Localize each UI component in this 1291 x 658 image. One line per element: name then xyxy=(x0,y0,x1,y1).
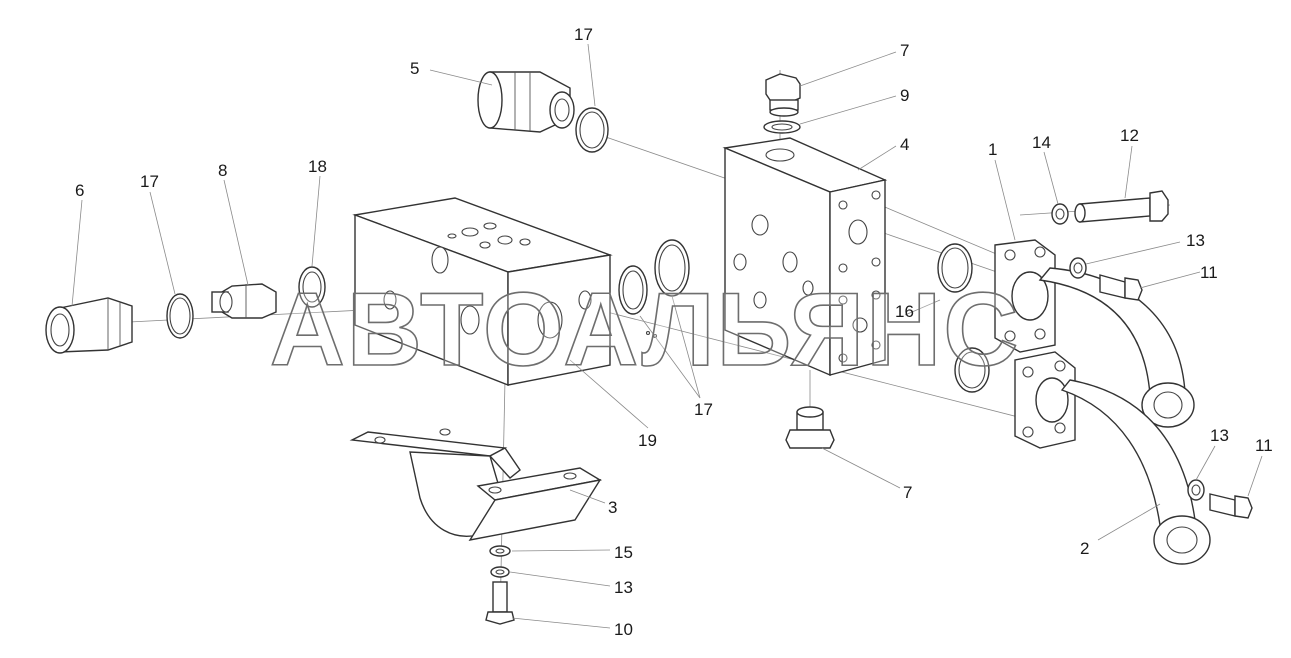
callout-19: 19 xyxy=(638,431,657,450)
callout-12: 12 xyxy=(1120,126,1139,145)
part-17-o-ring-top xyxy=(575,107,609,153)
callout-11-lower: 11 xyxy=(1255,436,1273,455)
watermark-text: АВТОАЛЬЯНС xyxy=(270,272,1021,388)
part-19-manifold-block xyxy=(352,197,613,387)
part-6-fitting xyxy=(45,297,133,354)
part-11-bolt-upper xyxy=(1099,274,1143,301)
callout-3: 3 xyxy=(608,498,617,517)
part-9-washer xyxy=(763,120,801,134)
callout-13-lower: 13 xyxy=(1210,426,1229,445)
callout-15: 15 xyxy=(614,543,633,562)
callout-17-top: 17 xyxy=(574,25,593,44)
callout-6: 6 xyxy=(75,181,84,200)
callout-9: 9 xyxy=(900,86,909,105)
part-7-plug-top xyxy=(765,73,801,117)
callout-17-left: 17 xyxy=(140,172,159,191)
callout-11-upper: 11 xyxy=(1200,263,1218,282)
callout-labels: 5 17 7 9 4 1 14 12 6 17 8 18 13 11 16 17… xyxy=(75,25,1273,639)
part-7-plug-bottom xyxy=(785,406,835,449)
part-5-fitting xyxy=(477,71,575,133)
callout-13-bottom: 13 xyxy=(614,578,633,597)
callout-1: 1 xyxy=(988,140,997,159)
part-4-valve-block xyxy=(722,137,888,377)
callout-18: 18 xyxy=(308,157,327,176)
part-2-flange-pipe xyxy=(1014,351,1211,565)
part-13-washer-lower xyxy=(1187,479,1205,501)
part-8-nipple xyxy=(211,283,277,319)
callout-7-top: 7 xyxy=(900,41,909,60)
callout-7-bottom: 7 xyxy=(903,483,912,502)
part-14-lock-washer xyxy=(1051,203,1069,225)
callout-17-middle: 17 xyxy=(694,400,713,419)
part-18-seal xyxy=(298,266,326,308)
callout-14: 14 xyxy=(1032,133,1051,152)
part-13-washer-upper xyxy=(1069,257,1087,279)
part-1-flange-pipe xyxy=(994,239,1195,428)
callout-8: 8 xyxy=(218,161,227,180)
part-17-o-ring-left xyxy=(166,293,194,339)
callout-5: 5 xyxy=(410,59,419,78)
callout-16: 16 xyxy=(895,302,914,321)
part-16-o-rings xyxy=(937,243,990,393)
callout-10: 10 xyxy=(614,620,633,639)
part-3-bracket xyxy=(349,428,602,541)
callout-2: 2 xyxy=(1080,539,1089,558)
callout-4: 4 xyxy=(900,135,909,154)
part-17-o-rings-middle xyxy=(618,239,690,339)
callout-leader-lines xyxy=(71,43,1263,629)
part-10-bolt xyxy=(485,581,515,625)
callout-13-upper: 13 xyxy=(1186,231,1205,250)
part-13-washer-bottom xyxy=(490,566,510,578)
part-12-bolt xyxy=(1074,190,1169,223)
part-11-bolt-lower xyxy=(1209,493,1253,519)
part-15-nut xyxy=(489,545,511,557)
